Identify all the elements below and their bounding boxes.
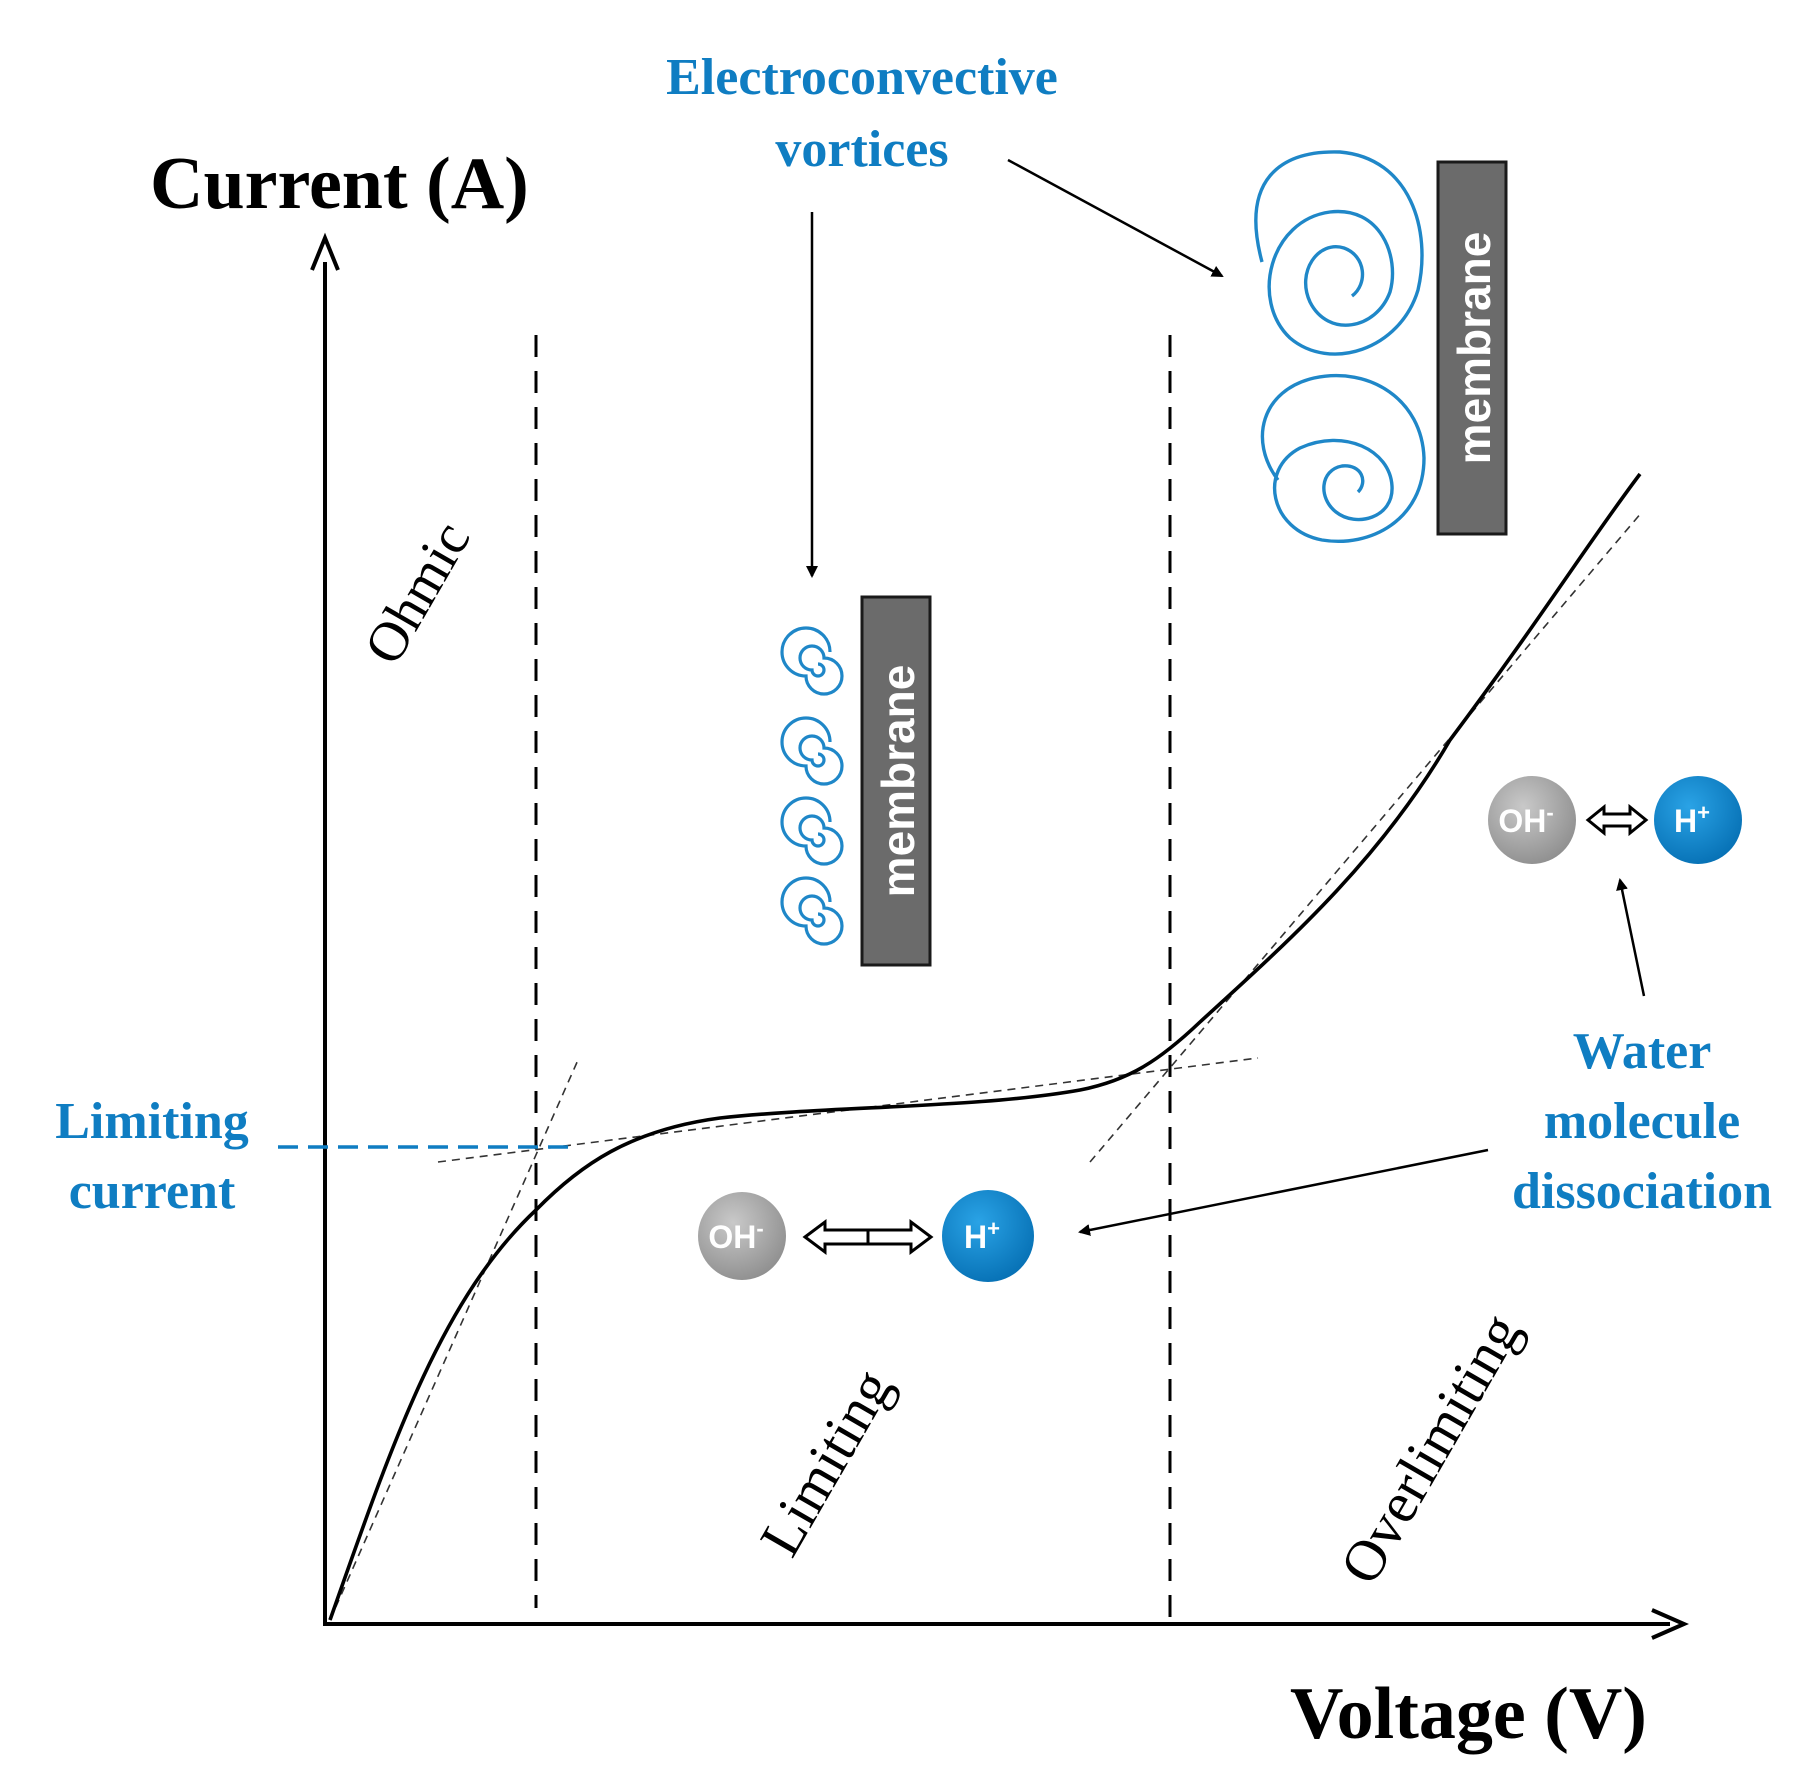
ohmic-tangent-line [329, 1059, 579, 1621]
small-vortex-2 [780, 716, 844, 786]
upper-proton-charge: + [1697, 800, 1710, 825]
upper-hydroxide-ion [1488, 776, 1576, 864]
lower-ion-pair: OH- H+ [698, 1190, 1034, 1282]
axes [310, 232, 1689, 1640]
dissociation-to-upper-ions-arrow [1616, 878, 1646, 997]
upper-ion-pair: OH- H+ [1488, 776, 1742, 864]
large-vortices [1254, 150, 1426, 543]
lower-proton-symbol: H [964, 1219, 987, 1255]
dissociation-to-lower-ions-arrow [1078, 1148, 1489, 1236]
upper-equilibrium-arrow [1585, 803, 1649, 837]
overlimiting-region-label: Overlimiting [1327, 1303, 1533, 1595]
lower-hydroxide-ion [698, 1192, 786, 1280]
large-membrane [1436, 160, 1508, 536]
electroconvective-label-line1: Electroconvective [666, 49, 1058, 106]
upper-hydroxide-symbol: OH [1498, 803, 1546, 839]
x-axis-title: Voltage (V) [1290, 1673, 1647, 1755]
electroconvective-label-line2: vortices [775, 121, 948, 178]
water-dissociation-label-line3: dissociation [1512, 1163, 1772, 1220]
lower-proton-charge: + [987, 1216, 1000, 1241]
y-axis-arrowhead [310, 232, 340, 271]
large-vortex-upper [1254, 150, 1424, 356]
small-vortices [780, 626, 844, 946]
x-axis-arrowhead [1651, 1608, 1689, 1640]
small-membrane [860, 595, 932, 967]
upper-proton-symbol: H [1674, 803, 1697, 839]
lower-hydroxide-label: OH- [708, 1216, 763, 1255]
small-vortex-1 [780, 626, 844, 696]
small-vortex-4 [780, 876, 844, 946]
ohmic-region-label: Ohmic [353, 511, 483, 674]
lower-proton-ion [942, 1190, 1034, 1282]
overlimiting-tangent-line [1089, 511, 1643, 1163]
limiting-current-label-line2: current [69, 1163, 236, 1220]
small-membrane-group: membrane [780, 595, 932, 967]
large-membrane-label: membrane [1448, 232, 1500, 465]
limiting-current-label-line1: Limiting [55, 1093, 249, 1150]
water-dissociation-label-line2: molecule [1544, 1093, 1740, 1150]
lower-proton-label: H+ [964, 1216, 1000, 1255]
water-dissociation-label-line1: Water [1573, 1023, 1712, 1080]
large-vortex-lower [1260, 373, 1426, 543]
upper-hydroxide-label: OH- [1498, 800, 1553, 839]
limiting-region-label: Limiting [747, 1358, 905, 1566]
upper-hydroxide-charge: - [1546, 800, 1553, 825]
lower-hydroxide-symbol: OH [708, 1219, 756, 1255]
vortices-to-large-membrane-arrow [1007, 158, 1224, 278]
current-voltage-curve [328, 472, 1642, 1621]
large-membrane-group: membrane [1254, 150, 1508, 543]
y-axis-title: Current (A) [150, 143, 529, 225]
lower-hydroxide-charge: - [756, 1216, 763, 1241]
upper-proton-ion [1654, 776, 1742, 864]
small-vortex-3 [780, 796, 844, 866]
small-membrane-label: membrane [872, 665, 924, 898]
upper-proton-label: H+ [1674, 800, 1710, 839]
